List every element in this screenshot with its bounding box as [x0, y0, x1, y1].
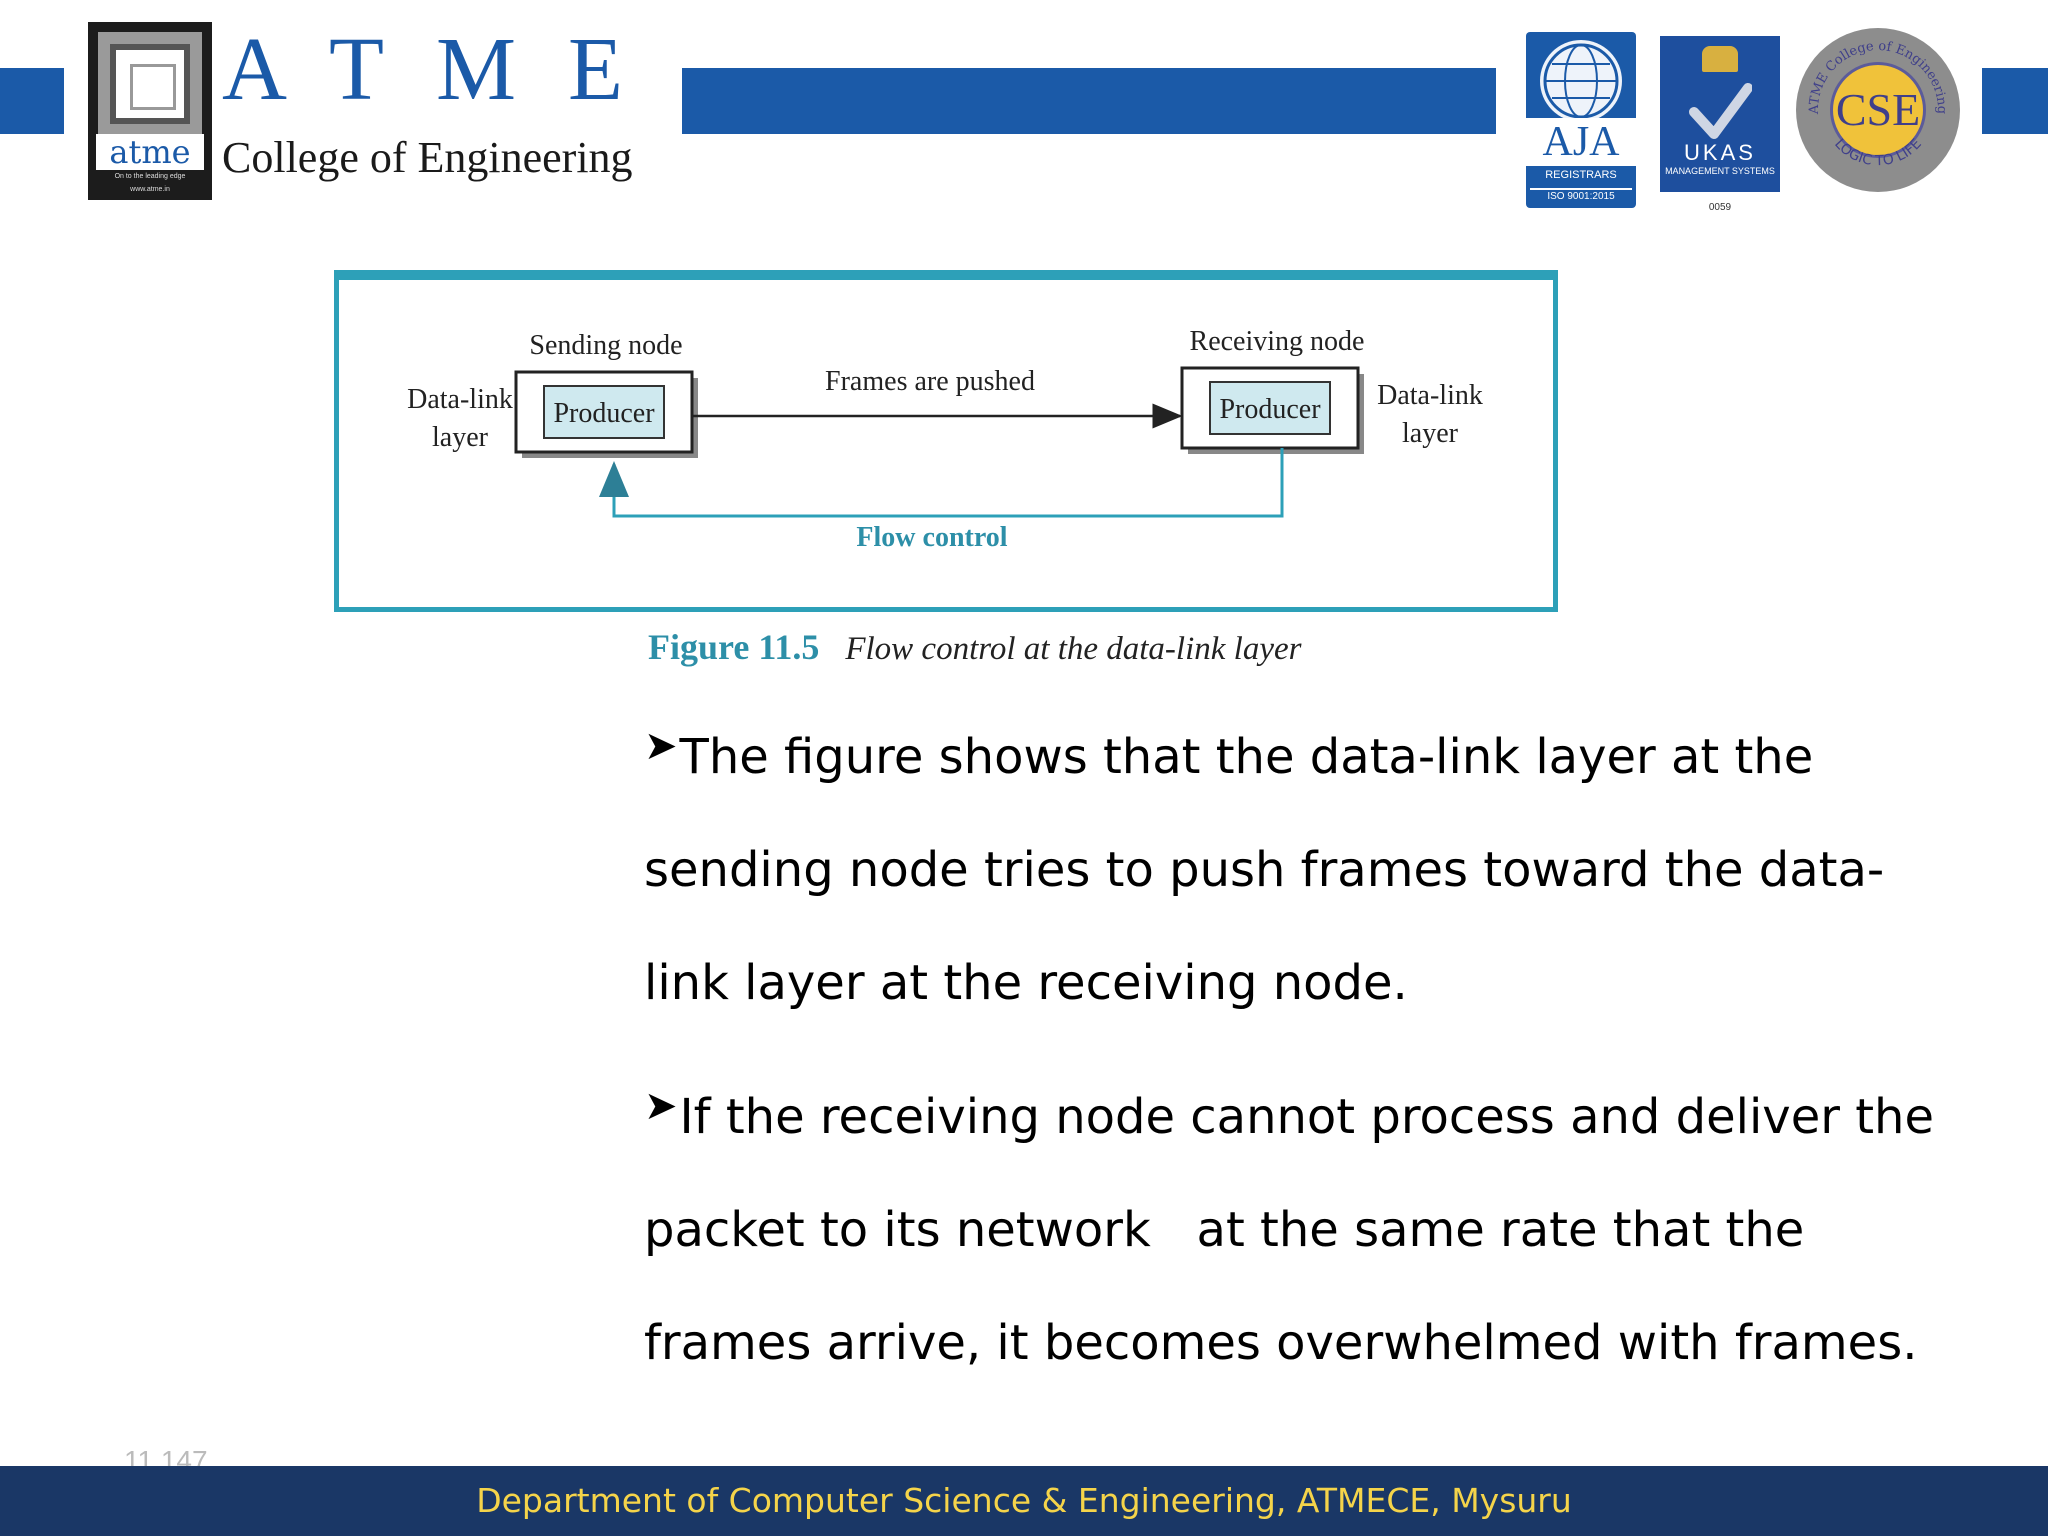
cse-department-seal: CSE — [1796, 28, 1960, 192]
bullet-item: ➤If the receiving node cannot process an… — [644, 1050, 1944, 1400]
ukas-subtext: MANAGEMENT SYSTEMS — [1665, 166, 1775, 176]
footer-bar: Department of Computer Science & Enginee… — [0, 1466, 2048, 1536]
logo-tagline: On to the leading edge — [114, 173, 186, 180]
producer-right-label: Producer — [1219, 394, 1321, 425]
bullet-text: If the receiving node cannot process and… — [644, 1089, 1950, 1371]
sending-node-label: Sending node — [529, 330, 682, 361]
left-layer-label-line1: Data-link — [407, 384, 513, 415]
ukas-number: 0059 — [1708, 202, 1732, 213]
flow-control-arrow — [599, 448, 1284, 518]
ukas-text: UKAS — [1684, 140, 1756, 165]
cse-text: CSE — [1835, 84, 1921, 135]
header-bar-middle — [682, 68, 1496, 134]
aja-registrars: REGISTRARS — [1545, 169, 1617, 181]
bullet-item: ➤The figure shows that the data-link lay… — [644, 690, 1944, 1040]
logo-url: www.atme.in — [130, 186, 170, 193]
aja-text: AJA — [1526, 118, 1636, 166]
figure-caption-number: Figure 11.5 — [648, 627, 820, 667]
college-acronym: ATME — [222, 20, 675, 119]
bullet-text: The figure shows that the data-link laye… — [644, 729, 1885, 1011]
right-layer-label-line2: layer — [1402, 418, 1459, 449]
svg-text:LOGIC TO LIFE: LOGIC TO LIFE — [1831, 136, 1925, 169]
footer-text: Department of Computer Science & Enginee… — [476, 1481, 1572, 1520]
checkmark-icon — [1689, 83, 1752, 139]
receiving-node-label: Receiving node — [1190, 326, 1365, 357]
logo-word: atme — [96, 134, 204, 170]
producer-right-box — [1209, 381, 1331, 435]
left-layer-label-line2: layer — [432, 422, 489, 453]
aja-certification-badge: AJA REGISTRARS ISO 9001:2015 — [1526, 32, 1636, 208]
frames-pushed-label: Frames are pushed — [825, 366, 1035, 397]
atme-logo: atme On to the leading edge www.atme.in — [88, 22, 212, 200]
svg-text:ATME College of Engineering: ATME College of Engineering — [1807, 39, 1949, 115]
ukas-certification-badge: UKAS MANAGEMENT SYSTEMS — [1660, 36, 1780, 192]
globe-icon — [1540, 40, 1622, 122]
logo-square-mark — [98, 32, 202, 136]
producer-left-box — [543, 385, 665, 439]
college-name: College of Engineering — [222, 133, 633, 182]
right-layer-label-line1: Data-link — [1377, 380, 1483, 411]
figure-caption-text: Flow control at the data-link layer — [845, 631, 1302, 667]
header-bar-left — [0, 68, 64, 134]
arrowhead-bullet-icon: ➤ — [644, 1083, 678, 1129]
flow-control-diagram: Sending node Data-link layer Producer Re… — [407, 326, 1483, 553]
figure-caption: Figure 11.5 Flow control at the data-link… — [648, 622, 1348, 672]
header-bar-right — [1982, 68, 2048, 134]
producer-left-label: Producer — [553, 398, 655, 429]
crown-icon — [1702, 46, 1738, 72]
aja-iso-label: ISO 9001:2015 — [1530, 188, 1632, 204]
bullet-list: ➤The figure shows that the data-link lay… — [644, 690, 1944, 1410]
arrowhead-bullet-icon: ➤ — [644, 723, 678, 769]
flow-control-label: Flow control — [856, 522, 1007, 553]
cse-seal-ring-text: ATME College of Engineering LOGIC TO LIF… — [1807, 39, 1949, 169]
